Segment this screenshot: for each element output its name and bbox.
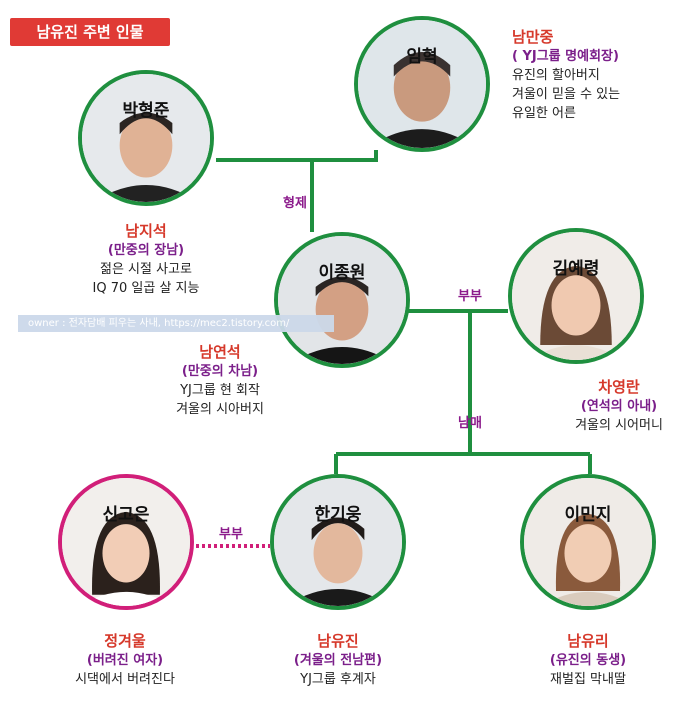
character-desc: YJ그룹 현 회작 bbox=[180, 383, 260, 398]
line-imhyuk-junction bbox=[312, 150, 378, 162]
info-imhyuk: 남만중 ( YJ그룹 명예회장) 유진의 할아버지 겨울이 믿을 수 있는 유일… bbox=[512, 28, 692, 123]
character-role: (유진의 동생) bbox=[549, 653, 627, 668]
character-name: 남유진 bbox=[317, 632, 359, 650]
character-name: 남유리 bbox=[567, 632, 609, 650]
info-parkhyungjun: 남지석 (만중의 장남) 젊은 시절 사고로 IQ 70 일곱 살 지능 bbox=[66, 222, 226, 298]
character-role: (버려진 여자) bbox=[86, 653, 164, 668]
portrait-leeminji: 이민지 bbox=[520, 474, 656, 610]
relation-label-siblings: 남매 bbox=[458, 416, 482, 431]
character-desc: 겨울의 시어머니 bbox=[575, 418, 663, 433]
character-desc: 겨울이 믿을 수 있는 bbox=[512, 87, 621, 102]
character-desc: YJ그룹 후계자 bbox=[300, 672, 376, 687]
actor-name: 신고은 bbox=[102, 505, 150, 525]
character-role: (겨울의 전남편) bbox=[293, 653, 383, 668]
portrait-kimyeryeong: 김예령 bbox=[508, 228, 644, 364]
character-name: 남지석 bbox=[125, 222, 167, 240]
character-desc: 유일한 어른 bbox=[512, 106, 576, 121]
portrait-shingoeun: 신고은 bbox=[58, 474, 194, 610]
actor-name: 임혁 bbox=[406, 47, 438, 67]
relation-label-couple2: 부부 bbox=[219, 527, 243, 542]
actor-name: 이종원 bbox=[318, 263, 366, 283]
character-desc: 겨울의 시아버지 bbox=[176, 402, 264, 417]
character-name: 정겨울 bbox=[104, 632, 146, 650]
info-hankiwoong: 남유진 (겨울의 전남편) YJ그룹 후계자 bbox=[260, 632, 416, 689]
character-desc: 재벌집 막내딸 bbox=[550, 672, 626, 687]
character-role: (연석의 아내) bbox=[580, 399, 658, 414]
portrait-imhyuk: 임혁 bbox=[354, 16, 490, 152]
info-shingoeun: 정겨울 (버려진 여자) 시댁에서 버려진다 bbox=[40, 632, 210, 689]
info-leeminji: 남유리 (유진의 동생) 재벌집 막내딸 bbox=[510, 632, 666, 689]
actor-name: 박형준 bbox=[122, 101, 170, 121]
character-desc: IQ 70 일곱 살 지능 bbox=[92, 281, 200, 296]
character-role: (만중의 장남) bbox=[107, 243, 185, 258]
page-title: 남유진 주변 인물 bbox=[10, 18, 170, 46]
actor-name: 이민지 bbox=[564, 505, 612, 525]
character-name: 남만중 bbox=[512, 28, 554, 46]
portrait-leejongwon: 이종원 bbox=[274, 232, 410, 368]
character-name: 차영란 bbox=[598, 378, 640, 396]
relation-label-couple1: 부부 bbox=[458, 289, 482, 304]
relation-label-brothers: 형제 bbox=[283, 196, 307, 211]
portrait-parkhyungjun: 박형준 bbox=[78, 70, 214, 206]
watermark: owner : 전자담배 피우는 사내, https://mec2.tistor… bbox=[18, 315, 334, 332]
info-kimyeryeong: 차영란 (연석의 아내) 겨울의 시어머니 bbox=[546, 378, 692, 435]
actor-name: 한기웅 bbox=[314, 505, 362, 525]
character-desc: 유진의 할아버지 bbox=[512, 68, 600, 83]
character-desc: 젊은 시절 사고로 bbox=[100, 262, 192, 277]
character-name: 남연석 bbox=[199, 343, 241, 361]
portrait-hankiwoong: 한기웅 bbox=[270, 474, 406, 610]
character-desc: 시댁에서 버려진다 bbox=[75, 672, 175, 687]
info-leejongwon: 남연석 (만중의 차남) YJ그룹 현 회작 겨울의 시아버지 bbox=[150, 343, 290, 419]
character-role: ( YJ그룹 명예회장) bbox=[512, 49, 619, 64]
actor-name: 김예령 bbox=[552, 259, 600, 279]
character-role: (만중의 차남) bbox=[181, 364, 259, 379]
